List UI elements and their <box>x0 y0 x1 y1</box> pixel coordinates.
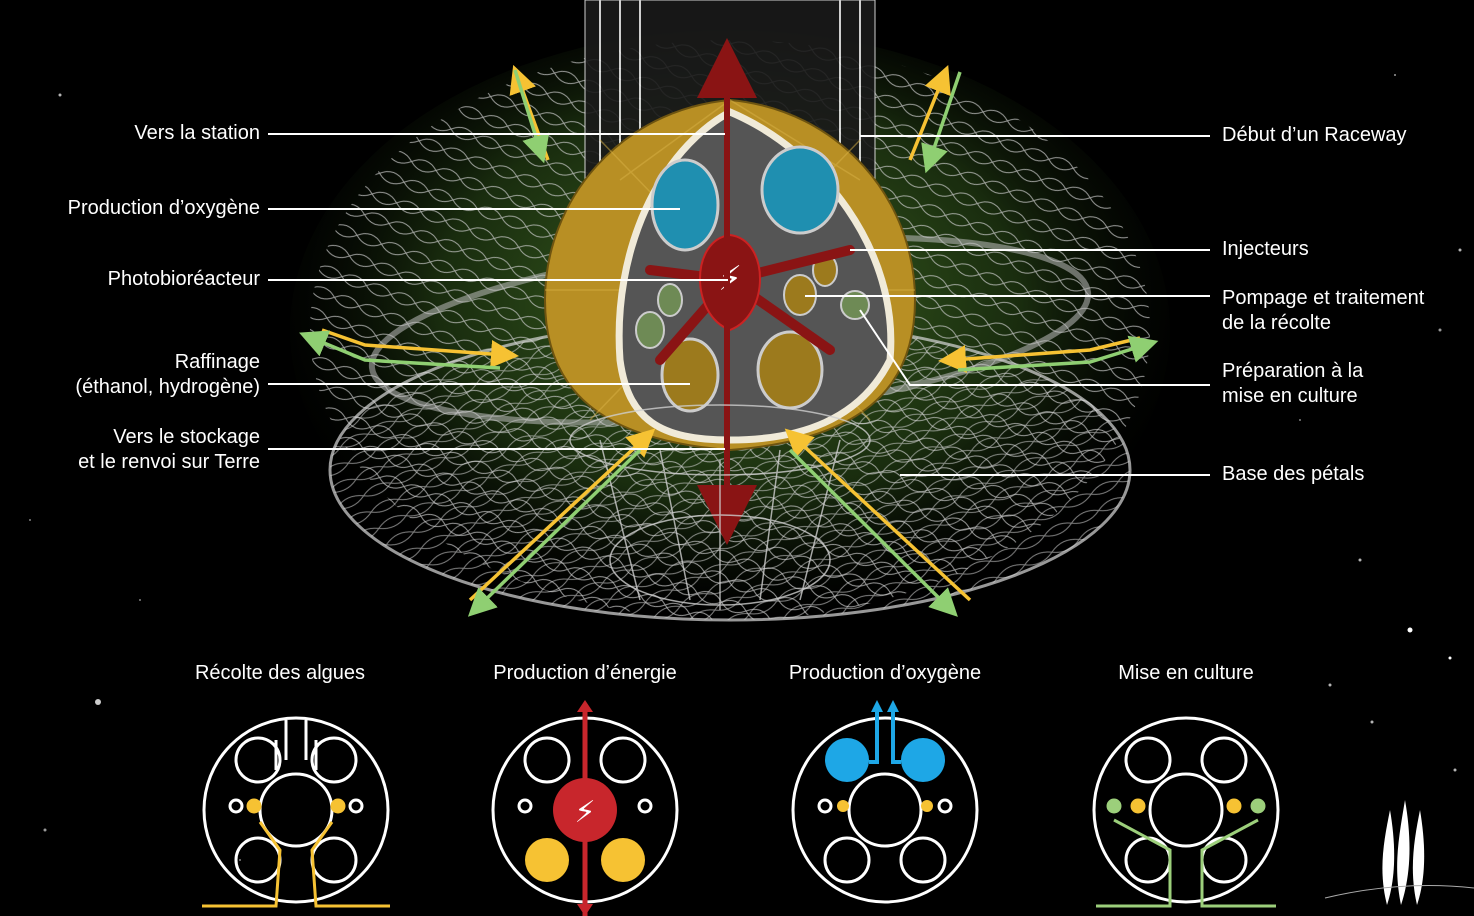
lightning-icon: ⚡ <box>574 795 595 830</box>
label-vers-station: Vers la station <box>134 121 260 146</box>
label-debut-raceway: Début d’un Raceway <box>1222 123 1407 148</box>
label-preparation: Préparation à la mise en culture <box>1222 359 1363 409</box>
label-injecteurs: Injecteurs <box>1222 237 1309 262</box>
oxygen-tank-right <box>762 147 838 233</box>
oxygen-tank-left <box>652 160 718 250</box>
schematic-recolte <box>196 700 396 916</box>
label-photobioreacteur: Photobioréacteur <box>108 267 260 292</box>
label-vers-stockage: Vers le stockage et le renvoi sur Terre <box>78 425 260 475</box>
schematic-energie: ⚡ <box>485 700 685 916</box>
logo <box>1325 800 1474 905</box>
caption-culture: Mise en culture <box>1056 662 1316 685</box>
caption-oxygene: Production d’oxygène <box>755 662 1015 685</box>
label-pompage: Pompage et traitement de la récolte <box>1222 286 1424 336</box>
label-raffinage: Raffinage (éthanol, hydrogène) <box>75 350 260 400</box>
schematic-culture <box>1086 700 1286 916</box>
caption-energie: Production d’énergie <box>455 662 715 685</box>
label-production-oxygene: Production d’oxygène <box>68 196 260 221</box>
schematic-oxygene <box>785 700 985 916</box>
label-base-petals: Base des pétals <box>1222 462 1364 487</box>
caption-recolte: Récolte des algues <box>150 662 410 685</box>
